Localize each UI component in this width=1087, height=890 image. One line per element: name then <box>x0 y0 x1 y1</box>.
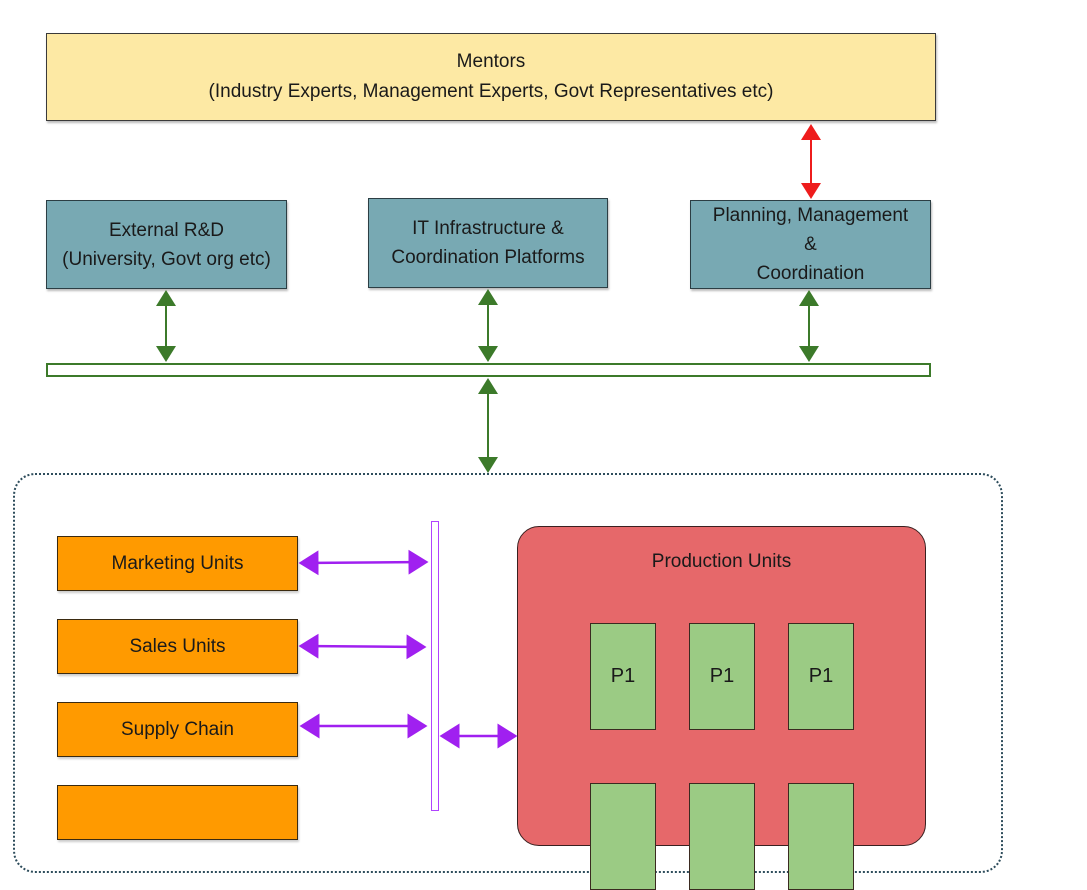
planning-line3: Coordination <box>756 263 865 284</box>
production-cell-label: P1 <box>610 665 636 687</box>
it-infrastructure-line1: IT Infrastructure & <box>412 218 564 239</box>
connector-arrows <box>156 124 821 749</box>
marketing-units-label: Marketing Units <box>111 552 244 574</box>
mentors-title: Mentors <box>456 51 526 72</box>
production-cell: P1 <box>590 623 656 730</box>
sales-bar-arrow <box>298 633 427 660</box>
production-cell <box>689 783 755 890</box>
supply-chain-label: Supply Chain <box>120 718 235 740</box>
planning-management-box: Planning, Management & Coordination <box>690 200 931 289</box>
it-infrastructure-line2: Coordination Platforms <box>391 247 585 268</box>
planning-line2: & <box>804 234 817 255</box>
supply-chain-box: Supply Chain <box>57 702 298 757</box>
sales-units-box: Sales Units <box>57 619 298 674</box>
external-rd-box: External R&D (University, Govt org etc) <box>46 200 287 289</box>
production-cell <box>590 783 656 890</box>
production-cell <box>788 783 854 890</box>
mentors-box: Mentors (Industry Experts, Management Ex… <box>46 33 936 121</box>
marketing-bar-arrow <box>298 549 429 576</box>
production-cell: P1 <box>788 623 854 730</box>
production-cell-label: P1 <box>709 665 735 687</box>
planning-line1: Planning, Management <box>712 205 909 226</box>
mentors-subtitle: (Industry Experts, Management Experts, G… <box>208 81 774 102</box>
it-infrastructure-box: IT Infrastructure & Coordination Platfor… <box>368 198 608 288</box>
marketing-units-box: Marketing Units <box>57 536 298 591</box>
external-rd-subtitle: (University, Govt org etc) <box>62 248 271 270</box>
production-cell: P1 <box>689 623 755 730</box>
production-cell-label: P1 <box>808 665 834 687</box>
external-rd-title: External R&D <box>108 219 225 241</box>
coordination-bus <box>46 363 931 377</box>
production-units-title: Production Units <box>651 551 792 572</box>
sales-units-label: Sales Units <box>129 635 226 657</box>
